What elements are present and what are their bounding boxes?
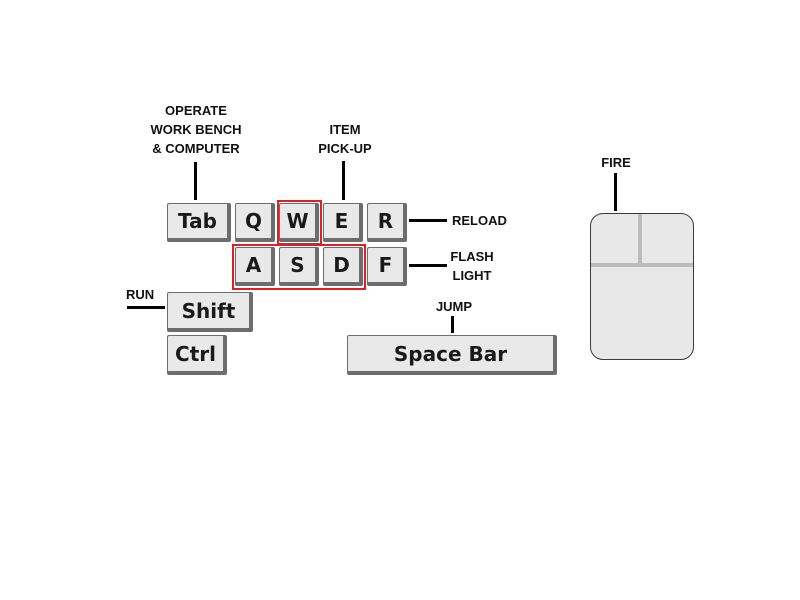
mouse-wheel-divider (638, 214, 642, 267)
label-operate-line1: OPERATE (165, 103, 227, 118)
key-shift: Shift (167, 292, 253, 332)
label-operate-line3: & COMPUTER (152, 141, 240, 156)
connector-fire (614, 173, 617, 211)
key-q: Q (235, 203, 275, 242)
key-w: W (279, 203, 319, 242)
key-f: F (367, 247, 407, 286)
label-reload: RELOAD (452, 213, 507, 228)
key-a: A (235, 247, 275, 286)
connector-item-pickup (342, 161, 345, 200)
key-space-bar: Space Bar (347, 335, 557, 375)
connector-jump (451, 316, 454, 333)
label-item-pickup-line2: PICK-UP (318, 141, 372, 156)
label-operate-line2: WORK BENCH (150, 122, 242, 137)
key-s: S (279, 247, 319, 286)
key-tab: Tab (167, 203, 231, 242)
connector-flashlight (409, 264, 447, 267)
label-fire: FIRE (601, 155, 631, 170)
connector-operate (194, 162, 197, 200)
highlight-w-key (277, 200, 322, 245)
label-item-pickup-line1: ITEM (329, 122, 361, 137)
label-flashlight-line1: FLASH (450, 249, 494, 264)
label-jump: JUMP (435, 299, 473, 314)
mouse-button-divider (591, 263, 693, 267)
label-operate: OPERATE WORK BENCH & COMPUTER (140, 101, 252, 158)
connector-run (127, 306, 165, 309)
label-run: RUN (126, 287, 155, 302)
label-flashlight: FLASH LIGHT (444, 247, 500, 285)
highlight-asd-keys (232, 244, 366, 290)
key-e: E (323, 203, 363, 242)
key-ctrl: Ctrl (167, 335, 227, 375)
mouse-icon (590, 213, 694, 360)
label-item-pickup: ITEM PICK-UP (305, 120, 385, 158)
key-r: R (367, 203, 407, 242)
label-flashlight-line2: LIGHT (452, 268, 492, 283)
connector-reload (409, 219, 447, 222)
key-d: D (323, 247, 363, 286)
